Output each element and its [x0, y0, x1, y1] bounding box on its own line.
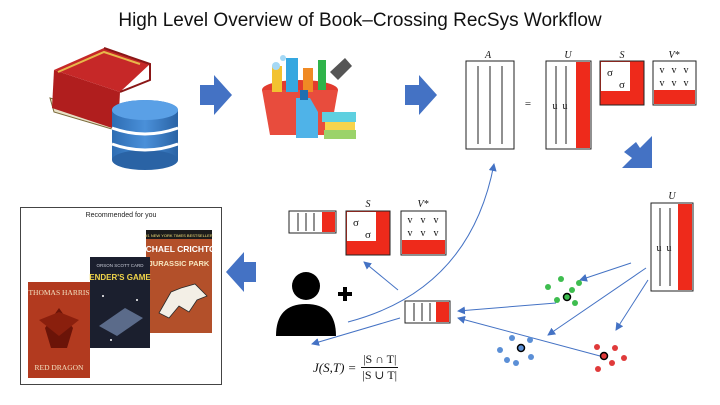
matrix-Vt-projection: v v v v v v V* [400, 199, 447, 256]
jaccard-fraction: |S ∩ T| |S ∪ T| [360, 352, 399, 383]
cleaning-supplies-icon [262, 55, 356, 139]
v-symbol: v [434, 215, 439, 226]
book-covers: #1 NEW YORK TIMES BESTSELLER MICHAEL CRI… [28, 230, 221, 378]
matrix-U-reduced: u u U [650, 191, 694, 292]
slide-title: High Level Overview of Book–Crossing Rec… [118, 10, 602, 31]
book-cover-enders-game[interactable]: ORSON SCOTT CARD ENDER'S GAME [89, 257, 151, 348]
matrix-S-projection-label: S [366, 199, 371, 210]
jaccard-lhs: J(S,T) = [313, 359, 357, 375]
equals-sign: = [525, 98, 531, 110]
recommendation-header: Recommended for you [85, 212, 157, 219]
book-author: ORSON SCOTT CARD [97, 263, 145, 268]
v-symbol: v [672, 65, 677, 76]
cluster-red [594, 344, 627, 372]
matrix-U-label: U [564, 50, 572, 61]
matrix-A-label: A [484, 50, 492, 61]
cluster-blue [497, 335, 534, 366]
matrix-S: σ σ S [599, 50, 645, 106]
connector-arrows [311, 163, 649, 357]
v-symbol: v [421, 215, 426, 226]
u-symbol: u [657, 243, 662, 254]
book-cover-jurassic-park[interactable]: #1 NEW YORK TIMES BESTSELLER MICHAEL CRI… [136, 230, 221, 333]
flow-arrow-1 [200, 75, 232, 115]
book-banner: #1 NEW YORK TIMES BESTSELLER [145, 233, 213, 238]
flow-arrow-3 [622, 136, 652, 168]
flow-arrow-2 [405, 75, 437, 115]
book-title: RED DRAGON [35, 363, 85, 372]
jaccard-formula: J(S,T) = |S ∩ T| |S ∪ T| [313, 352, 399, 383]
sigma-symbol: σ [353, 217, 359, 229]
v-symbol: v [408, 228, 413, 239]
matrix-A: A [465, 50, 515, 150]
u-symbol: u [667, 243, 672, 254]
u-symbol: u [563, 101, 568, 112]
jaccard-numerator: |S ∩ T| [361, 352, 399, 368]
jaccard-denominator: |S ∪ T| [362, 368, 398, 382]
matrix-Vt-label: V* [668, 50, 679, 61]
projected-user-vector [404, 300, 451, 324]
new-user-icon [276, 272, 352, 336]
recommendation-panel: Recommended for you #1 NEW YORK TIMES BE… [20, 207, 222, 385]
book-cover-red-dragon[interactable]: THOMAS HARRIS RED DRAGON [28, 282, 90, 378]
cluster-green [545, 276, 582, 306]
book-title: ENDER'S GAME [89, 273, 151, 282]
sigma-symbol: σ [607, 67, 613, 79]
v-symbol: v [684, 78, 689, 89]
sigma-symbol: σ [365, 229, 371, 241]
book-author: MICHAEL CRICHTON [136, 244, 221, 254]
matrix-S-projection: σ σ S [345, 199, 391, 256]
v-symbol: v [408, 215, 413, 226]
book-title: JURASSIC PARK [149, 259, 210, 268]
flow-arrow-4 [226, 252, 256, 292]
v-symbol: v [684, 65, 689, 76]
matrix-Vt-projection-label: V* [417, 199, 428, 210]
v-symbol: v [660, 78, 665, 89]
matrix-S-label: S [620, 50, 625, 61]
v-symbol: v [434, 228, 439, 239]
matrix-U: u u U [545, 50, 592, 150]
sigma-symbol: σ [619, 79, 625, 91]
book-database-icon [49, 47, 179, 170]
v-symbol: v [672, 78, 677, 89]
v-symbol: v [660, 65, 665, 76]
matrix-Vt: v v v v v v V* [652, 50, 697, 106]
u-symbol: u [553, 101, 558, 112]
new-user-vector [288, 210, 337, 234]
matrix-U-reduced-label: U [668, 191, 676, 202]
v-symbol: v [421, 228, 426, 239]
book-author: THOMAS HARRIS [28, 288, 89, 297]
